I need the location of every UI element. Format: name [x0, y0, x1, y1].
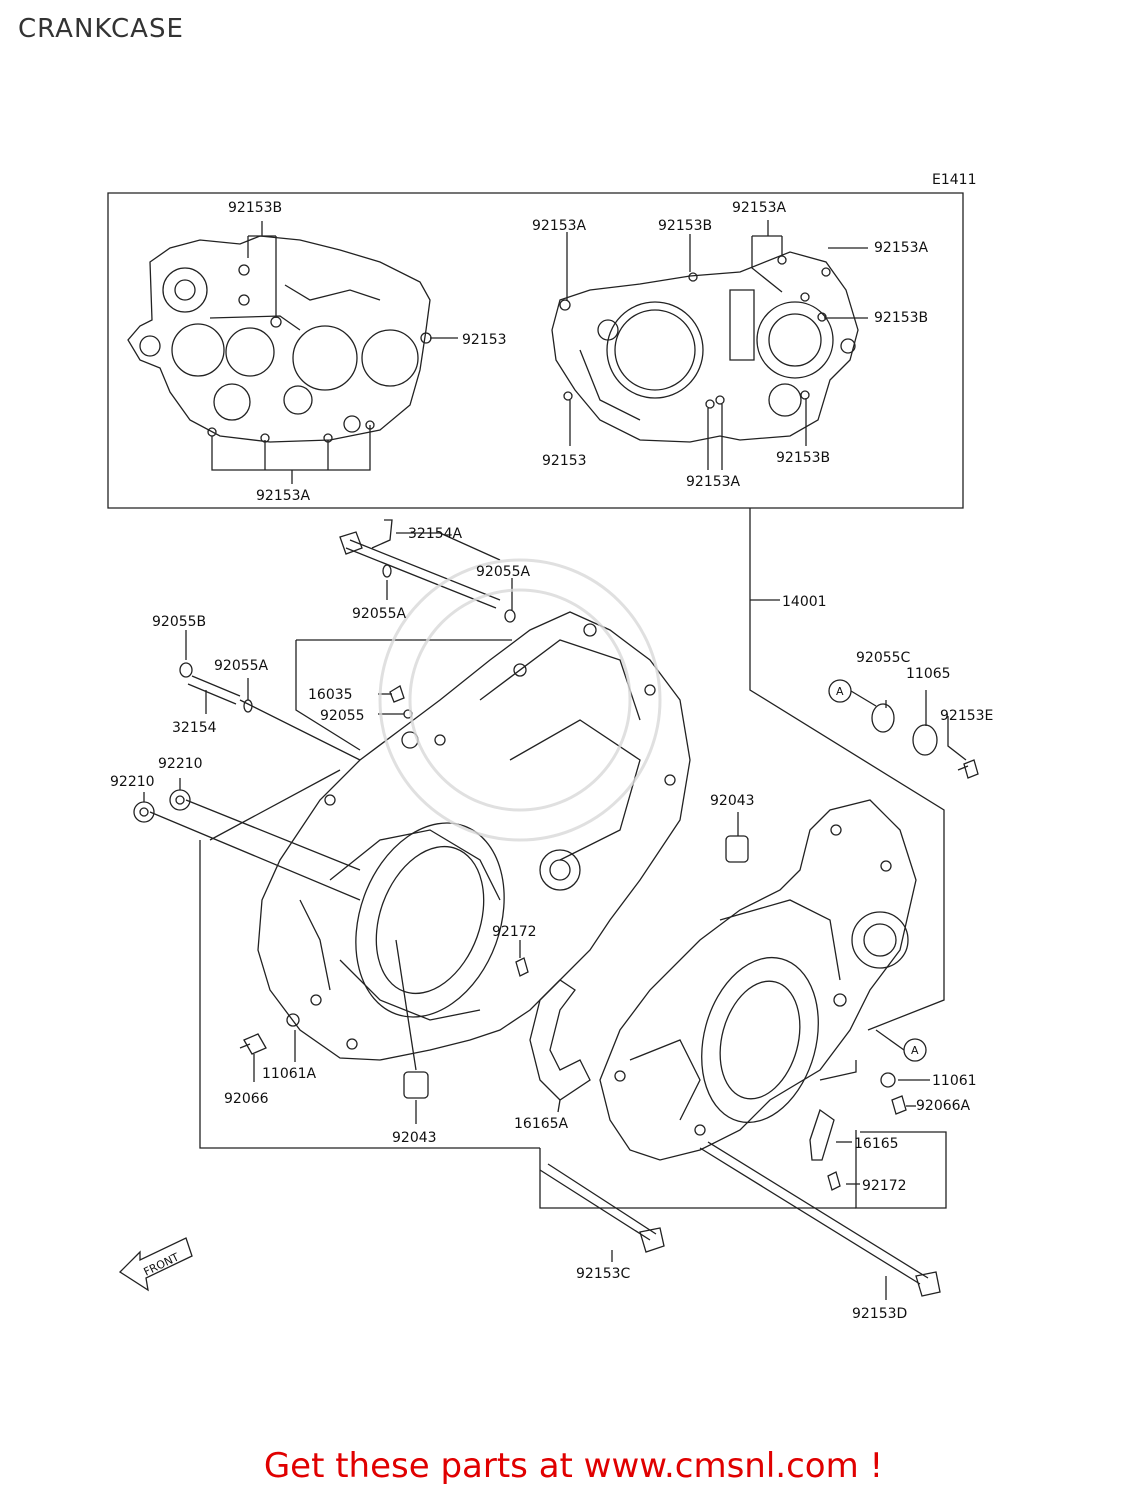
part-label-92153-left[interactable]: 92153	[462, 332, 507, 348]
part-label-92043-left[interactable]: 92043	[392, 1130, 437, 1146]
part-label-92055[interactable]: 92055	[320, 708, 365, 724]
part-label-92172-left[interactable]: 92172	[492, 924, 537, 940]
right-crankcase-drawing	[600, 800, 916, 1160]
front-arrow-icon	[120, 1238, 192, 1290]
left-case-half-drawing	[128, 236, 431, 442]
part-label-16165[interactable]: 16165	[854, 1136, 899, 1152]
page-title: CRANKCASE	[18, 14, 184, 44]
part-label-11065[interactable]: 11065	[906, 666, 951, 682]
part-label-92066[interactable]: 92066	[224, 1091, 269, 1107]
part-label-92153A-right-top-a[interactable]: 92153A	[532, 218, 587, 234]
part-label-92153C[interactable]: 92153C	[576, 1266, 631, 1282]
part-label-92153B-right-side[interactable]: 92153B	[874, 310, 928, 326]
part-label-92153B-right-bottom[interactable]: 92153B	[776, 450, 830, 466]
ref-marker-a-bottom-label: A	[911, 1044, 919, 1057]
part-label-11061A[interactable]: 11061A	[262, 1066, 317, 1082]
bolt-92153C	[540, 1164, 656, 1240]
part-label-92153D[interactable]: 92153D	[852, 1306, 907, 1322]
part-label-92055A-shaft[interactable]: 92055A	[214, 658, 269, 674]
inset-frame	[108, 193, 963, 508]
left-crankcase-drawing	[258, 612, 690, 1060]
ref-marker-a-top-label: A	[836, 685, 844, 698]
part-label-92153A-right-top-b[interactable]: 92153A	[732, 200, 787, 216]
part-label-92153A-right-side[interactable]: 92153A	[874, 240, 929, 256]
shaft-32154A	[346, 540, 500, 608]
part-label-32154A[interactable]: 32154A	[408, 526, 463, 542]
part-label-16165A[interactable]: 16165A	[514, 1116, 569, 1132]
right-case-half-drawing	[552, 252, 858, 442]
watermark-logo	[380, 560, 660, 840]
diagram-code: E1411	[932, 172, 976, 188]
shaft-32154	[188, 676, 240, 704]
part-label-92153A-right-bottom[interactable]: 92153A	[686, 474, 741, 490]
part-label-92172-right[interactable]: 92172	[862, 1178, 907, 1194]
part-label-92153B-left[interactable]: 92153B	[228, 200, 282, 216]
gasket-16165	[810, 1110, 834, 1160]
part-label-92153B-right-top[interactable]: 92153B	[658, 218, 712, 234]
part-label-92066A[interactable]: 92066A	[916, 1098, 971, 1114]
part-label-92043-right[interactable]: 92043	[710, 793, 755, 809]
footer-link[interactable]: Get these parts at www.cmsnl.com !	[263, 1446, 884, 1486]
part-label-92055A-left[interactable]: 92055A	[352, 606, 407, 622]
part-label-11061[interactable]: 11061	[932, 1073, 977, 1089]
part-label-92153E[interactable]: 92153E	[940, 708, 993, 724]
part-label-92055B[interactable]: 92055B	[152, 614, 206, 630]
part-label-92210-lower[interactable]: 92210	[110, 774, 155, 790]
part-label-92055A-right[interactable]: 92055A	[476, 564, 531, 580]
gasket-16165A	[530, 980, 590, 1100]
group-line-left-case	[200, 840, 540, 1148]
part-label-92153A-left-bottom[interactable]: 92153A	[256, 488, 311, 504]
front-label: FRONT	[142, 1250, 182, 1278]
group-line-14001	[750, 508, 944, 1030]
part-label-92055C[interactable]: 92055C	[856, 650, 911, 666]
part-label-92153-right-bottom[interactable]: 92153	[542, 453, 587, 469]
bolt-92153D	[700, 1142, 928, 1284]
part-label-92210-upper[interactable]: 92210	[158, 756, 203, 772]
shaft-92210	[150, 800, 360, 900]
part-label-14001[interactable]: 14001	[782, 594, 827, 610]
part-label-32154[interactable]: 32154	[172, 720, 217, 736]
part-label-16035[interactable]: 16035	[308, 687, 353, 703]
